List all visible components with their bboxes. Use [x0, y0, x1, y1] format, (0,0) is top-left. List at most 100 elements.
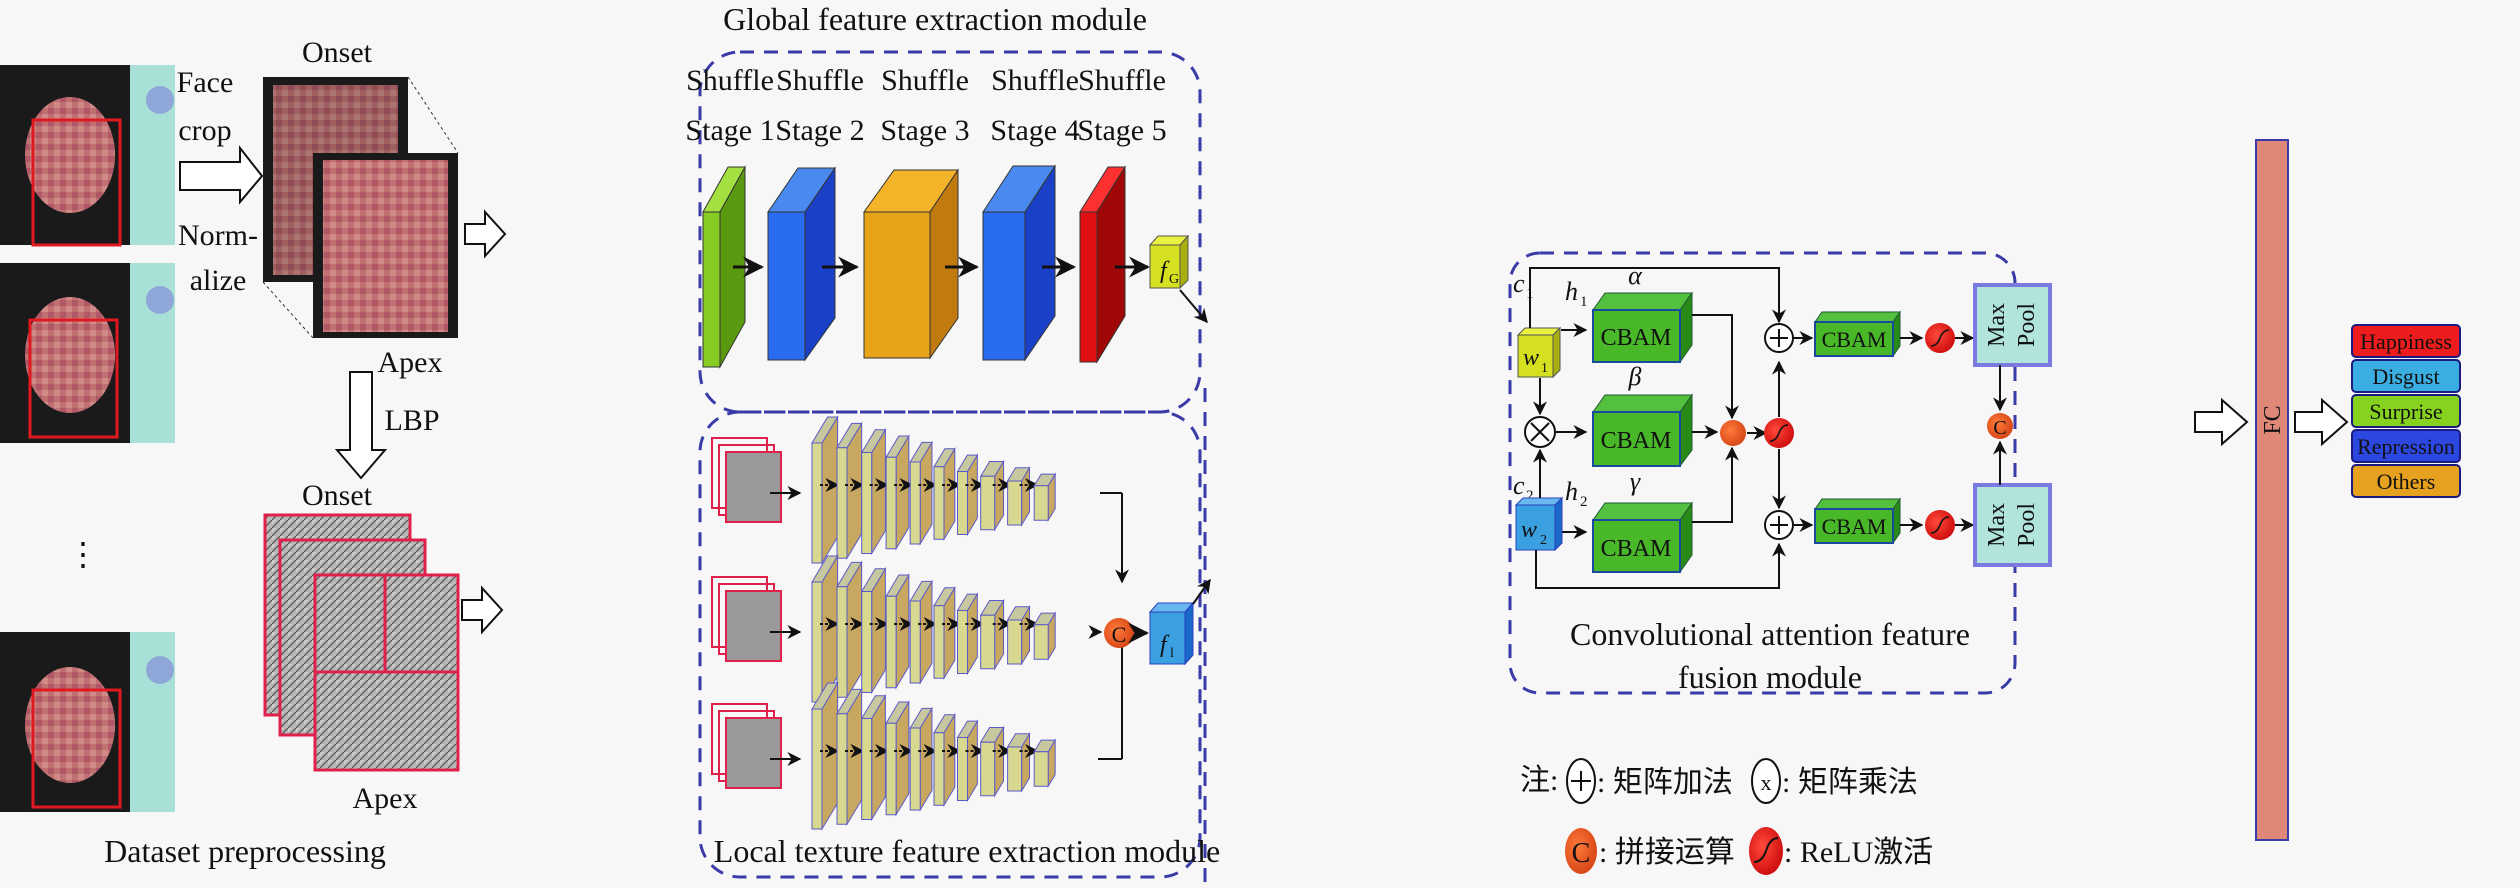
- feature-map: [885, 595, 897, 689]
- matrix-multiply-op: [1524, 416, 1556, 448]
- class-label: Others: [2377, 469, 2436, 494]
- cbam-label: CBAM: [1822, 327, 1887, 352]
- stage-1-sublabel: Stage 1: [685, 114, 774, 147]
- shuffle-stage-4: Shuffle Stage 4: [982, 64, 1080, 362]
- legend-relu-icon: [1749, 827, 1783, 875]
- lbp-image-stack: [263, 513, 460, 772]
- cbam-label: CBAM: [1601, 536, 1672, 562]
- hollow-arrow-classes: [2294, 397, 2349, 447]
- matrix-add-op-1: [1764, 323, 1794, 353]
- feature-map: [1007, 619, 1023, 665]
- fusion-concat-op: [1720, 420, 1746, 446]
- w2-subscript: 2: [1540, 533, 1547, 548]
- global-module-title: Global feature extraction module: [723, 1, 1147, 37]
- arrow-gamma-concat: [1692, 446, 1739, 523]
- input-patch: [725, 451, 782, 523]
- fusion-module-title-2: fusion module: [1678, 659, 1862, 695]
- feature-map: [885, 456, 897, 550]
- apex-lbp-label: Apex: [353, 782, 418, 815]
- maxpool-label: Max: [1984, 303, 2010, 347]
- w1-label: w: [1523, 345, 1539, 371]
- feature-map: [1033, 751, 1049, 787]
- max-pool-upper: Max Pool: [1973, 283, 2052, 367]
- feature-map: [811, 442, 823, 564]
- local-concat-op: C: [1104, 618, 1134, 648]
- legend-relu-label: : ReLU激活: [1784, 836, 1933, 869]
- fl-feature-cube: f l: [1148, 601, 1195, 666]
- feature-map: [1033, 485, 1049, 521]
- local-module-title: Local texture feature extraction module: [714, 833, 1220, 869]
- legend-concat-icon: C: [1565, 828, 1597, 874]
- dataset-preprocessing: ⋮ Face crop Norm- alize Onset Apex LBP O…: [0, 36, 507, 869]
- legend-multiply-icon: x: [1751, 758, 1781, 804]
- feature-map: [980, 741, 996, 797]
- shuffle-stage-5: Shuffle Stage 5: [1077, 64, 1167, 364]
- fusion-module: c 1 h 1 c 2 h 2 w 1 w 2 α: [1179, 251, 2052, 888]
- legend-concat-label: : 拼接运算: [1599, 836, 1735, 869]
- cbam-lower-out: CBAM: [1814, 497, 1901, 545]
- feature-map: [861, 718, 873, 820]
- stage-5-label: Shuffle: [1078, 64, 1166, 97]
- local-branch: [711, 681, 1057, 831]
- local-branch: [711, 415, 1057, 565]
- legend-multiply-label: : 矩阵乘法: [1782, 766, 1918, 799]
- stage-4-label: Shuffle: [991, 64, 1079, 97]
- class-label: Repression: [2357, 434, 2455, 459]
- skip-w1-add: [1529, 267, 1786, 328]
- legend-add-icon: [1566, 758, 1596, 804]
- stage-3-label: Shuffle: [881, 64, 969, 97]
- feature-map: [909, 600, 921, 684]
- w1-cube: w 1: [1516, 326, 1562, 379]
- class-box: Surprise: [2351, 394, 2461, 428]
- gamma-label: γ: [1630, 467, 1641, 496]
- stage-5-sublabel: Stage 5: [1077, 114, 1166, 147]
- global-feature-module: Global feature extraction module Shuffle…: [685, 1, 1202, 414]
- onset-label: Onset: [302, 36, 373, 69]
- feature-map: [836, 713, 848, 825]
- arrow-fg-w1: [1179, 289, 1208, 324]
- normalize-label: Norm-: [178, 219, 258, 252]
- w2-label: w: [1521, 517, 1537, 543]
- onset-lbp-label: Onset: [302, 479, 373, 512]
- feature-map: [861, 591, 873, 693]
- arrow-fl-w2: [1192, 578, 1211, 605]
- feature-map: [861, 452, 873, 554]
- fg-label: f: [1160, 258, 1170, 284]
- svg-text:C: C: [1572, 838, 1591, 869]
- input-patch: [725, 590, 782, 662]
- class-box: Disgust: [2351, 359, 2461, 393]
- max-pool-lower: Max Pool: [1973, 483, 2052, 567]
- h2-label: h: [1565, 477, 1578, 506]
- fc-label: FC: [2260, 405, 2286, 434]
- ellipsis: ⋮: [67, 536, 99, 572]
- concat-symbol: C: [1112, 622, 1127, 647]
- cropped-face-stack: [262, 76, 459, 339]
- matrix-add-op-2: [1764, 510, 1794, 540]
- class-label: Surprise: [2369, 399, 2442, 424]
- class-label: Disgust: [2372, 364, 2439, 389]
- stage-3-sublabel: Stage 3: [880, 114, 969, 147]
- fl-subscript: l: [1170, 646, 1174, 661]
- fusion-module-boundary: [1508, 251, 2017, 695]
- preprocessing-title: Dataset preprocessing: [104, 833, 386, 869]
- class-box: Happiness: [2351, 324, 2461, 358]
- stage-2-sublabel: Stage 2: [775, 114, 864, 147]
- feature-map: [933, 605, 945, 679]
- w1-subscript: 1: [1541, 361, 1548, 376]
- fusion-module-title: Convolutional attention feature: [1570, 616, 1970, 652]
- cbam-label: CBAM: [1822, 514, 1887, 539]
- fc-layer: FC: [2255, 139, 2289, 841]
- global-module-boundary: [698, 50, 1202, 414]
- maxpool-label-2: Pool: [2014, 503, 2040, 547]
- feature-map: [836, 447, 848, 559]
- concat-symbol: C: [1993, 417, 2006, 439]
- skip-w2-add: [1535, 542, 1786, 589]
- input-patch: [725, 717, 782, 789]
- svg-text:x: x: [1761, 770, 1772, 795]
- legend: 注: : 矩阵加法 x : 矩阵乘法 C : 拼接运算 : ReLU激活: [1520, 758, 1933, 875]
- class-box: Repression: [2351, 429, 2461, 463]
- feature-map: [980, 475, 996, 531]
- stage-1-label: Shuffle: [686, 64, 774, 97]
- relu-activation-lower: [1925, 510, 1955, 540]
